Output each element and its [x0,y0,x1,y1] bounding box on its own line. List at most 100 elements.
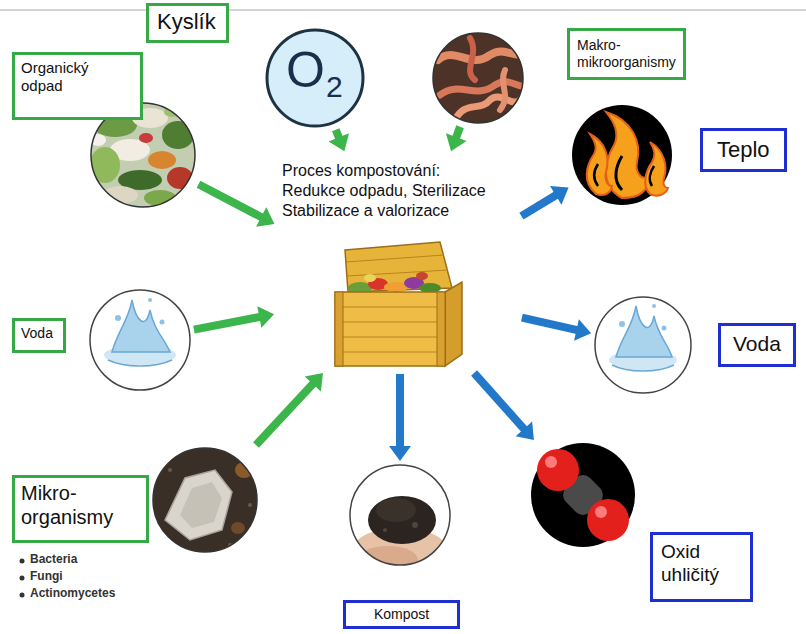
process-area: Proces kompostování:Redukce odpadu, Ster… [278,155,518,370]
compost-bin-part [335,306,445,307]
label-box: Mikro- organismy [12,475,149,543]
microorganisms-picture-part-part [165,470,232,540]
compost-picture-part-part [412,522,418,528]
input-output-group: Teplo [572,105,787,205]
flow-arrow [521,186,568,216]
water-picture-part [112,300,170,352]
co2-picture-part [537,449,579,491]
arrow-head [389,446,411,461]
water-picture [595,297,691,393]
heat-picture-part [572,105,672,205]
compost-picture-part [350,465,450,574]
compost-bin-part [346,255,444,262]
compost-bin-part [335,321,445,322]
worms-picture-part-part [470,38,475,80]
arrow-shaft [256,382,314,445]
compost-bin [335,242,462,366]
label-box: Organický odpad [12,52,143,120]
co2-picture [531,443,635,547]
label-box: Oxid uhličitý [650,532,753,602]
arrow-head [550,186,569,205]
flow-arrow [522,318,591,341]
chemical-symbol: O [286,45,325,95]
co2-picture-part [587,499,629,541]
bullet-dots [20,559,25,598]
compost-picture-part-part [376,498,416,522]
process-body: Redukce odpadu, Sterilizace Stabilizace … [282,181,510,221]
worms-picture-part-part [500,70,505,110]
label-box: Makro- mikroorganismy [567,28,686,80]
process-text: Proces kompostování:Redukce odpadu, Ster… [278,155,518,221]
water-picture-part [90,290,190,390]
microorganisms-picture-part-part [180,482,222,528]
heat-picture-part [616,156,622,190]
input-output-group: Voda [595,297,796,393]
flow-arrow [256,373,323,445]
water-picture-part [619,321,625,327]
flow-arrow [194,306,274,329]
co2-picture-part [595,506,607,518]
top-rule-part [0,10,806,11]
compost-bin-part [347,270,448,276]
arrow-shaft [194,317,261,330]
arrow-head [256,207,274,226]
worms-picture-part [433,33,528,123]
water-picture-part [595,297,691,393]
label-box: Kompost [343,600,460,629]
microorganisms-picture-part-part [168,468,172,472]
flow-arrow [474,373,534,440]
water-picture-part [652,304,656,308]
compost-picture-part [350,465,450,565]
arrow-shaft [522,318,579,331]
input-output-group: Makro- mikroorganismy [433,28,686,123]
input-output-group: Kompost [343,465,461,629]
water-picture-part [115,315,121,321]
water-picture [90,290,190,390]
worms-picture-part [433,33,523,123]
worms-picture-part-part [440,82,528,95]
bullet-dots-part [20,593,25,598]
organic-waste-picture-part-part [139,133,153,143]
compost-bin-part [335,336,445,337]
water-picture-part [616,306,672,357]
microorganisms-picture-part-part [248,503,252,507]
top-rule [0,10,806,11]
arrow-shaft [474,373,525,430]
arrow-head [305,373,323,391]
water-picture-part [160,320,165,325]
arrow-shaft [199,184,263,218]
heat-picture-part [645,142,668,196]
microorganisms-picture-part-part [153,448,257,552]
water-picture-part [108,360,172,366]
worms-picture-part-part [433,33,523,123]
process-heading: Proces kompostování: [282,161,510,181]
water-picture-part [612,365,674,371]
worms-picture-part-part [438,51,522,60]
heat-picture-part [650,166,654,186]
bullet-dots-part [20,559,25,564]
compost-picture-part-part [358,546,418,574]
arrow-head [329,133,349,151]
input-output-group: Organický odpad [12,52,195,207]
compost-bin-part [445,282,462,366]
arrow-head [574,319,591,340]
organic-waste-picture-part-part [90,147,120,183]
arrow-shaft [521,194,557,216]
compost-bin-part [416,272,428,280]
heat-picture [572,105,672,205]
compost-bin-part [364,274,376,282]
bullet-dots-part [20,576,25,581]
water-picture-part [662,326,667,331]
compost-bin-part [437,292,445,366]
flow-arrow [389,374,411,461]
compost-picture [350,465,450,574]
compost-picture-part-part [368,496,436,544]
flow-arrow [329,130,349,152]
microorganisms-picture-part-part [231,522,245,534]
microorganisms-picture-part [153,448,257,552]
organic-waste-picture-part-part [162,121,194,149]
oxygen-circle-part [267,30,363,126]
heat-picture-part [594,164,598,186]
label-box: Voda [12,318,66,353]
label-box: Kyslík [146,3,229,43]
